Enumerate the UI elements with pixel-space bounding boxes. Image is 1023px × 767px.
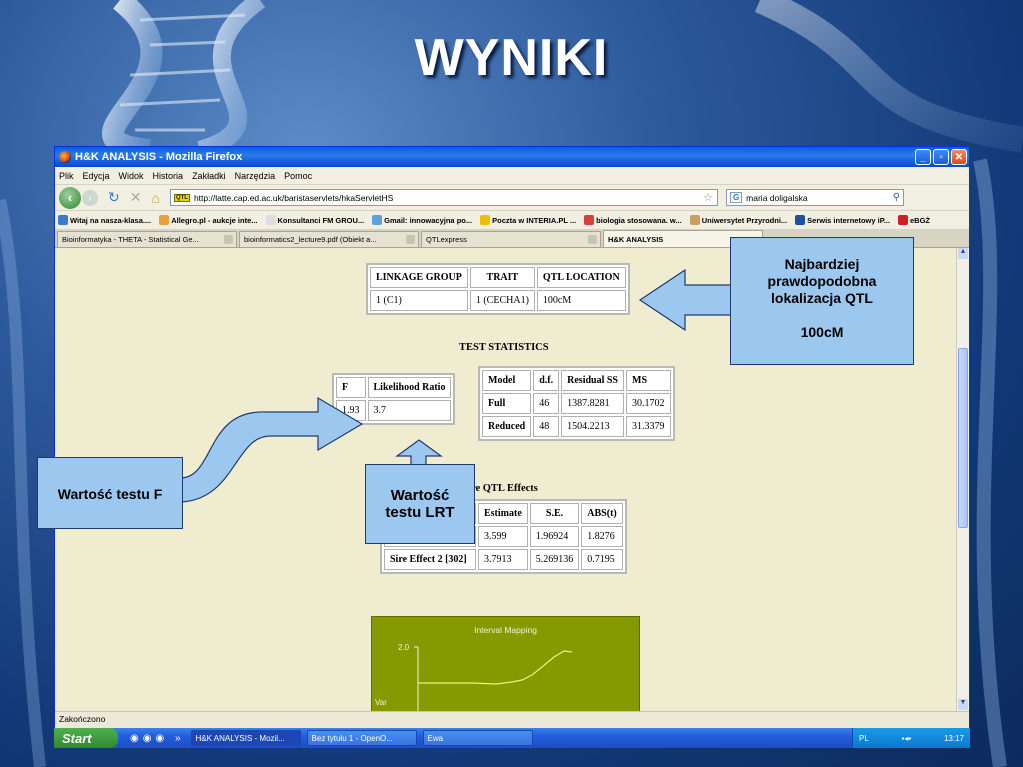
reload-icon[interactable]: ↻ (108, 189, 120, 205)
close-tab-icon[interactable] (224, 235, 233, 244)
scroll-thumb[interactable] (958, 348, 968, 528)
plot-title: Interval Mapping (474, 625, 537, 635)
linkage-table: LINKAGE GROUP TRAIT QTL LOCATION 1 (C1) … (366, 263, 630, 315)
close-button[interactable]: ✕ (951, 149, 967, 165)
back-button[interactable]: ‹ (59, 186, 81, 209)
system-tray: PL ▪◂▪ 13:17 (852, 728, 970, 748)
tab-lecture-pdf[interactable]: bioinformatics2_lecture9.pdf (Obiekt a..… (239, 231, 419, 247)
linkage-group-value: 1 (C1) (370, 290, 468, 311)
search-icon[interactable]: ⚲ (892, 192, 900, 203)
slide-title: WYNIKI (414, 29, 609, 87)
clock: 13:17 (943, 733, 964, 743)
menu-zakladki[interactable]: Zakładki (192, 170, 226, 181)
window-titlebar: H&K ANALYSIS - Mozilla Firefox _ ▫ ✕ (55, 147, 969, 167)
col-header: Estimate (478, 503, 528, 524)
home-icon[interactable]: ⌂ (151, 189, 160, 206)
menu-edycja[interactable]: Edycja (82, 170, 110, 181)
qtl-location-value: 100cM (536, 290, 626, 311)
trait-value: 1 (CECHA1) (469, 290, 535, 311)
status-bar: Zakończono (55, 711, 969, 730)
firefox-icon (59, 151, 71, 163)
url-bar[interactable]: QTL http://latte.cap.ed.ac.uk/baristaser… (169, 189, 718, 206)
scroll-down-icon[interactable]: ▼ (958, 699, 968, 710)
bookmark-item[interactable]: Witaj na nasza-klasa.... (58, 215, 151, 225)
interval-mapping-plot: Interval Mapping 2.0 Var (371, 616, 640, 711)
forward-button[interactable]: › (82, 189, 98, 206)
url-text: http://latte.cap.ed.ac.uk/baristaservlet… (193, 192, 394, 203)
test-statistics-heading: TEST STATISTICS (459, 342, 549, 353)
col-header: Residual SS (561, 370, 624, 391)
taskbar-item-openoffice[interactable]: Bez tytułu 1 - OpenO... (306, 730, 417, 746)
model-table: Model d.f. Residual SS MS Full 46 1387.8… (478, 366, 675, 441)
menu-narzedzia[interactable]: Narzędzia (234, 170, 276, 181)
bookmark-item[interactable]: biologia stosowana. w... (584, 215, 682, 225)
menu-plik[interactable]: Plik (59, 170, 74, 181)
tab-strip: Bioinformatyka - THETA - Statistical Ge.… (55, 230, 969, 248)
col-header: ABS(t) (581, 503, 623, 524)
likelihood-ratio-value: 3.7 (367, 400, 452, 421)
start-button[interactable]: Start (54, 728, 118, 748)
bookmark-item[interactable]: Serwis internetowy iP... (795, 215, 890, 225)
menu-pomoc[interactable]: Pomoc (284, 170, 313, 181)
col-header: Model (482, 370, 532, 391)
interval-mapping-curve (418, 650, 573, 685)
effects-heading: re QTL Effects (471, 483, 538, 494)
plot-canvas: 2.0 Var (375, 643, 573, 711)
col-header: d.f. (533, 370, 560, 391)
col-header: LINKAGE GROUP (370, 267, 468, 288)
navigation-toolbar: ‹ › ↻ ✕ ⌂ QTL http://latte.cap.ed.ac.uk/… (55, 185, 969, 211)
scroll-up-icon[interactable]: ▲ (958, 248, 968, 259)
qtl-location-callout: Najbardziej prawdopodobna lokalizacja QT… (730, 237, 914, 365)
google-engine-icon[interactable]: G (729, 192, 743, 203)
col-header: F (336, 377, 366, 398)
menu-bar: Plik Edycja Widok Historia Zakładki Narz… (55, 167, 969, 185)
tray-icons[interactable]: ▪◂▪ (901, 733, 912, 743)
col-header: S.E. (529, 503, 580, 524)
col-header: Likelihood Ratio (367, 377, 452, 398)
y-axis-label: Var (375, 698, 387, 707)
bookmark-star-icon[interactable]: ☆ (703, 192, 713, 204)
quick-launch-icons[interactable]: ◉◉◉ » (130, 732, 185, 744)
tab-qtlexpress[interactable]: QTLexpress (421, 231, 601, 247)
f-test-callout: Wartość testu F (37, 457, 183, 529)
window-title: H&K ANALYSIS - Mozilla Firefox (75, 151, 243, 163)
tab-bioinformatyka[interactable]: Bioinformatyka - THETA - Statistical Ge.… (57, 231, 237, 247)
taskbar-item-folder[interactable]: Ewa (422, 730, 533, 746)
minimize-button[interactable]: _ (915, 149, 931, 165)
f-value: 1.93 (336, 400, 366, 421)
bookmark-item[interactable]: Allegro.pl - aukcje inte... (159, 215, 258, 225)
bookmark-item[interactable]: eBGŻ (897, 215, 930, 225)
col-header: TRAIT (469, 267, 535, 288)
table-row: Sire Effect 2 [302] 3.7913 5.269136 0.71… (384, 549, 623, 570)
f-statistic-table: F Likelihood Ratio 1.93 3.7 (332, 373, 456, 425)
col-header: QTL LOCATION (536, 267, 626, 288)
table-row: Reduced 48 1504.2213 31.3379 (482, 416, 671, 437)
bookmarks-toolbar: Witaj na nasza-klasa.... Allegro.pl - au… (55, 211, 969, 230)
bookmark-item[interactable]: Uniwersytet Przyrodni... (689, 215, 787, 225)
site-favicon: QTL (173, 193, 190, 202)
stop-icon[interactable]: ✕ (129, 189, 142, 205)
close-tab-icon[interactable] (406, 235, 415, 244)
table-row: 3.599 1.96924 1.8276 (384, 526, 623, 547)
maximize-button[interactable]: ▫ (933, 149, 949, 165)
lrt-callout: Wartość testu LRT (365, 464, 475, 544)
vertical-scrollbar[interactable]: ▲ ▼ (956, 248, 969, 711)
taskbar-item-firefox[interactable]: H&K ANALYSIS - Mozil... (190, 730, 301, 746)
windows-taskbar: Start ◉◉◉ » H&K ANALYSIS - Mozil... Bez … (54, 728, 970, 748)
bookmark-item[interactable]: Poczta w INTERIA.PL ... (480, 215, 576, 225)
language-indicator[interactable]: PL (859, 733, 869, 743)
search-input[interactable]: G maria doligalska ⚲ (725, 189, 904, 206)
bookmark-item[interactable]: Konsultanci FM GROU... (265, 215, 364, 225)
menu-widok[interactable]: Widok (118, 170, 144, 181)
firefox-window: H&K ANALYSIS - Mozilla Firefox _ ▫ ✕ Pli… (54, 146, 970, 731)
close-tab-icon[interactable] (588, 235, 597, 244)
table-row: Full 46 1387.8281 30.1702 (482, 393, 671, 414)
search-value: maria doligalska (746, 192, 808, 203)
bookmark-item[interactable]: Gmail: innowacyjna po... (372, 215, 472, 225)
y-tick-label: 2.0 (398, 643, 410, 652)
menu-historia[interactable]: Historia (152, 170, 184, 181)
col-header: MS (626, 370, 671, 391)
